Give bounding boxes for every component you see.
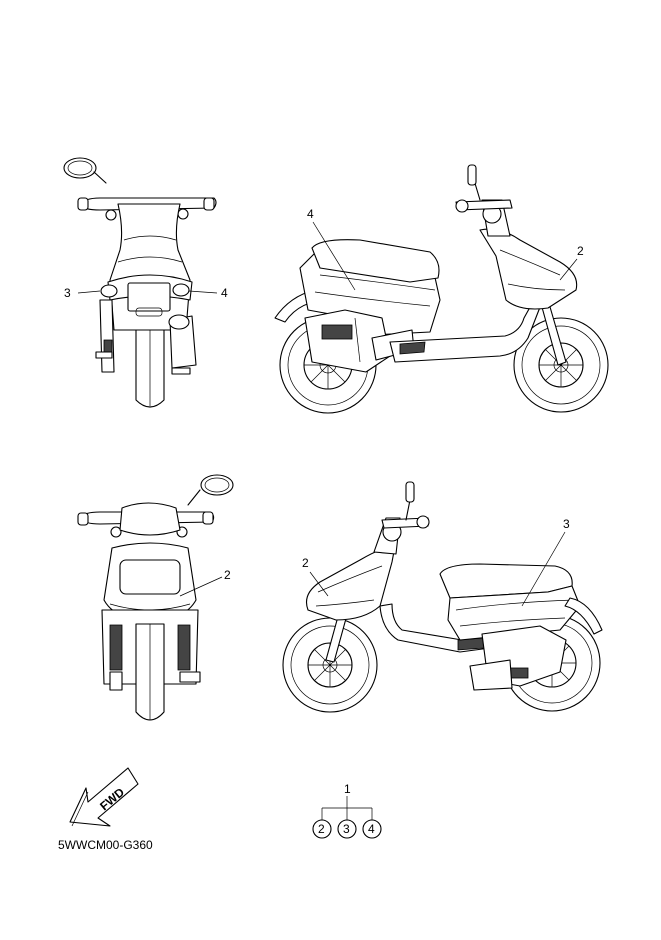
scooter-front-view bbox=[77, 474, 234, 721]
callout-3-side-left: 3 bbox=[563, 517, 570, 531]
scooter-rear-view bbox=[63, 157, 217, 408]
legend-child-3: 3 bbox=[343, 822, 350, 836]
scooter-side-view-left bbox=[282, 481, 603, 713]
rear-callouts: 3 4 bbox=[64, 286, 228, 300]
scooter-side-view-right bbox=[274, 164, 609, 414]
legend-child-2: 2 bbox=[318, 822, 325, 836]
callout-2-side-left: 2 bbox=[302, 556, 309, 570]
legend-circle-2 bbox=[312, 819, 332, 839]
front-callouts: 2 bbox=[179, 568, 231, 597]
legend-child-4: 4 bbox=[368, 822, 375, 836]
drawing-code: 5WWCM00-G360 bbox=[58, 838, 153, 852]
callout-3-rear: 3 bbox=[64, 286, 71, 300]
fwd-arrow: FWD bbox=[69, 767, 139, 827]
legend-circle-3 bbox=[337, 819, 357, 839]
callout-4-rear: 4 bbox=[221, 286, 228, 300]
side-left-callouts: 2 3 bbox=[302, 517, 570, 607]
callout-4-side: 4 bbox=[307, 207, 314, 221]
legend-circle-4 bbox=[362, 819, 382, 839]
side-right-callouts: 4 2 bbox=[307, 207, 584, 291]
callout-2-side: 2 bbox=[577, 244, 584, 258]
callout-2-front: 2 bbox=[224, 568, 231, 582]
legend-group: 1 2 3 4 bbox=[312, 782, 382, 839]
legend-parent-number: 1 bbox=[344, 782, 351, 796]
